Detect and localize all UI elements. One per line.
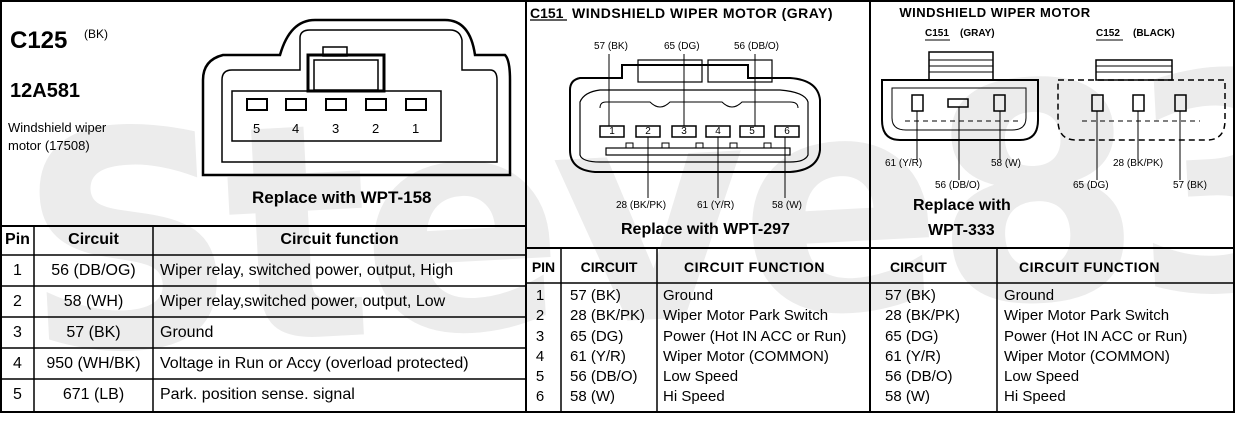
- function-cell: Wiper Motor (COMMON): [663, 348, 829, 365]
- function-cell: Wiper Motor Park Switch: [663, 307, 829, 324]
- middle-connector-id: C151: [530, 5, 564, 21]
- description-line-2: motor (17508): [8, 138, 90, 153]
- pin-cell: 6: [535, 388, 545, 405]
- circuit-cell: 61 (Y/R): [570, 348, 626, 365]
- wire-label: 28 (BK/PK): [1113, 158, 1164, 169]
- connector-id: C125: [10, 27, 68, 54]
- header-circuit-function-2: CIRCUIT FUNCTION: [1019, 259, 1160, 275]
- pin-cell: 2: [535, 307, 545, 324]
- pin-number-label: 3: [332, 121, 340, 136]
- pin-cell: 4: [13, 355, 22, 372]
- pin-number-label: 1: [609, 126, 615, 137]
- circuit-cell: 57 (BK): [570, 287, 621, 304]
- wire-label: 65 (DG): [664, 41, 700, 52]
- wire-label: 28 (BK/PK): [616, 200, 667, 211]
- wire-label: 58 (W): [991, 158, 1021, 169]
- c151-connector-id: C151: [925, 28, 949, 39]
- replace-note-left: Replace with WPT-158: [252, 188, 432, 207]
- pin-cell: 2: [13, 293, 22, 310]
- pin-number-label: 2: [645, 126, 651, 137]
- c151-connector-color: (GRAY): [960, 28, 995, 39]
- pin-cell: 5: [535, 368, 545, 385]
- c152-connector-id: C152: [1096, 28, 1120, 39]
- circuit-cell: 56 (DB/O): [570, 368, 638, 385]
- circuit-cell: 56 (DB/OG): [51, 262, 136, 279]
- pin-cell: 4: [535, 348, 545, 365]
- function-cell: Wiper relay,switched power, output, Low: [160, 293, 446, 310]
- function-cell: Ground: [160, 324, 214, 341]
- header-circuit-function: Circuit function: [280, 231, 399, 248]
- circuit-cell: 950 (WH/BK): [46, 355, 141, 372]
- pin-cell: 5: [13, 386, 22, 403]
- right-title: WINDSHIELD WIPER MOTOR: [899, 5, 1091, 20]
- function-cell-2: Wiper Motor Park Switch: [1004, 307, 1170, 324]
- circuit-cell-2: 57 (BK): [885, 287, 936, 304]
- function-cell: Low Speed: [663, 368, 739, 385]
- circuit-cell-2: 58 (W): [885, 388, 930, 405]
- pin-number-label: 4: [715, 126, 721, 137]
- header-circuit-2: CIRCUIT: [890, 259, 947, 275]
- description-line-1: Windshield wiper: [8, 120, 107, 135]
- function-cell-2: Low Speed: [1004, 368, 1080, 385]
- header-circuit: CIRCUIT: [580, 259, 638, 275]
- function-cell-2: Power (Hot IN ACC or Run): [1004, 328, 1188, 345]
- circuit-cell: 57 (BK): [66, 324, 121, 341]
- pin-cell: 1: [13, 262, 22, 279]
- wire-label: 61 (Y/R): [885, 158, 923, 169]
- replace-note-middle: Replace with WPT-297: [621, 221, 790, 238]
- pin-number-label: 5: [253, 121, 261, 136]
- pin-number-label: 4: [292, 121, 300, 136]
- circuit-cell: 65 (DG): [570, 328, 624, 345]
- function-cell: Power (Hot IN ACC or Run): [663, 328, 847, 345]
- pin-cell: 1: [535, 287, 545, 304]
- pin-number-label: 3: [681, 126, 687, 137]
- header-circuit: Circuit: [68, 231, 119, 248]
- replace-note-right-line2: WPT-333: [928, 222, 995, 239]
- function-cell-2: Hi Speed: [1004, 388, 1066, 405]
- wire-label: 58 (W): [772, 200, 802, 211]
- function-cell-2: Wiper Motor (COMMON): [1004, 348, 1170, 365]
- header-pin: Pin: [5, 231, 30, 248]
- connector-color: (BK): [84, 27, 108, 41]
- circuit-cell: 671 (LB): [62, 386, 125, 403]
- circuit-cell-2: 28 (BK/PK): [885, 307, 961, 324]
- c152-connector-color: (BLACK): [1133, 28, 1175, 39]
- pin-number-label: 1: [412, 121, 420, 136]
- pin-cell: 3: [535, 328, 545, 345]
- circuit-cell-2: 61 (Y/R): [885, 348, 941, 365]
- pin-number-label: 5: [749, 126, 755, 137]
- function-cell: Ground: [663, 287, 714, 304]
- pin-number-label: 2: [372, 121, 380, 136]
- pin-cell: 3: [13, 324, 22, 341]
- middle-title: WINDSHIELD WIPER MOTOR (GRAY): [572, 5, 834, 21]
- circuit-cell: 58 (WH): [63, 293, 124, 310]
- replace-note-right-line1: Replace with: [913, 197, 1011, 214]
- wire-label: 61 (Y/R): [697, 200, 735, 211]
- pin-number-label: 6: [784, 126, 790, 137]
- wire-label: 57 (BK): [1173, 180, 1207, 191]
- header-pin: PIN: [531, 259, 556, 275]
- function-cell: Voltage in Run or Accy (overload protect…: [160, 355, 469, 372]
- part-number: 12A581: [10, 80, 81, 102]
- circuit-cell-2: 56 (DB/O): [885, 368, 953, 385]
- header-circuit-function: CIRCUIT FUNCTION: [684, 259, 825, 275]
- function-cell: Hi Speed: [663, 388, 725, 405]
- circuit-cell-2: 65 (DG): [885, 328, 939, 345]
- wire-label: 65 (DG): [1073, 180, 1109, 191]
- function-cell-2: Ground: [1004, 287, 1055, 304]
- diagram-lines: [0, 0, 1235, 413]
- wire-label: 56 (DB/O): [734, 41, 780, 52]
- circuit-cell: 28 (BK/PK): [570, 307, 646, 324]
- circuit-cell: 58 (W): [570, 388, 615, 405]
- function-cell: Wiper relay, switched power, output, Hig…: [160, 262, 454, 279]
- wire-label: 57 (BK): [594, 41, 628, 52]
- function-cell: Park. position sense. signal: [160, 386, 355, 403]
- wire-label: 56 (DB/O): [935, 180, 981, 191]
